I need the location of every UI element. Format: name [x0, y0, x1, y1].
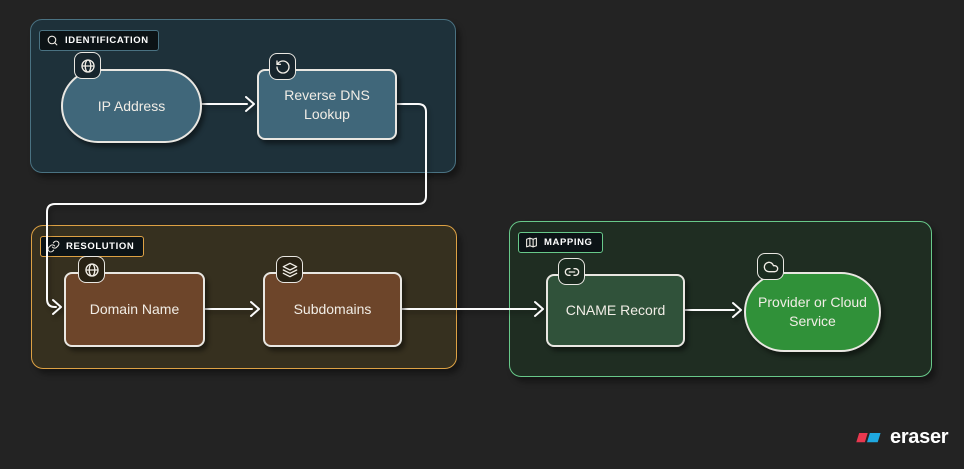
node-label: Subdomains [293, 301, 372, 318]
node-provider-or-cloud-service[interactable]: Provider or Cloud Service [744, 272, 881, 352]
node-label: Domain Name [89, 301, 180, 318]
globe-icon [80, 58, 95, 73]
cname-record-badge [558, 258, 585, 285]
reverse-dns-badge [269, 53, 296, 80]
node-cname-record[interactable]: CNAME Record [546, 274, 685, 347]
cloud-icon [763, 261, 778, 272]
link-icon [564, 267, 579, 276]
node-subdomains[interactable]: Subdomains [263, 272, 402, 347]
node-reverse-dns-lookup[interactable]: Reverse DNS Lookup [257, 69, 397, 140]
chain-link-icon [47, 240, 60, 253]
node-domain-name[interactable]: Domain Name [64, 272, 205, 347]
node-label: Provider or Cloud Service [758, 294, 867, 329]
group-identification-label: IDENTIFICATION [39, 30, 159, 51]
group-label-text: MAPPING [544, 237, 593, 248]
map-icon [526, 237, 537, 248]
eraser-logo-icon [856, 432, 881, 442]
provider-badge [757, 253, 784, 280]
group-label-text: IDENTIFICATION [65, 35, 149, 46]
rotate-ccw-icon [275, 59, 290, 74]
edge-rdns-to-domain [46, 103, 427, 315]
eraser-brand-text: eraser [890, 426, 949, 448]
eraser-watermark[interactable]: eraser [852, 426, 949, 449]
edge-cname-to-provider [684, 302, 742, 318]
node-ip-address[interactable]: IP Address [61, 69, 202, 143]
group-mapping-label: MAPPING [518, 232, 603, 253]
group-label-text: RESOLUTION [66, 241, 135, 252]
layers-icon [282, 262, 297, 277]
edge-ip-to-rdns [201, 96, 255, 112]
node-label: CNAME Record [565, 302, 666, 319]
edge-domain-to-subdomains [204, 301, 260, 317]
node-label: Reverse DNS Lookup [284, 86, 370, 122]
globe-icon [84, 262, 99, 277]
group-resolution-label: RESOLUTION [40, 236, 145, 257]
search-icon [47, 35, 58, 46]
edge-subdomains-to-cname [401, 301, 544, 317]
subdomains-badge [276, 256, 303, 283]
domain-name-badge [78, 256, 105, 283]
ip-address-badge [74, 52, 101, 79]
node-label: IP Address [97, 97, 166, 114]
